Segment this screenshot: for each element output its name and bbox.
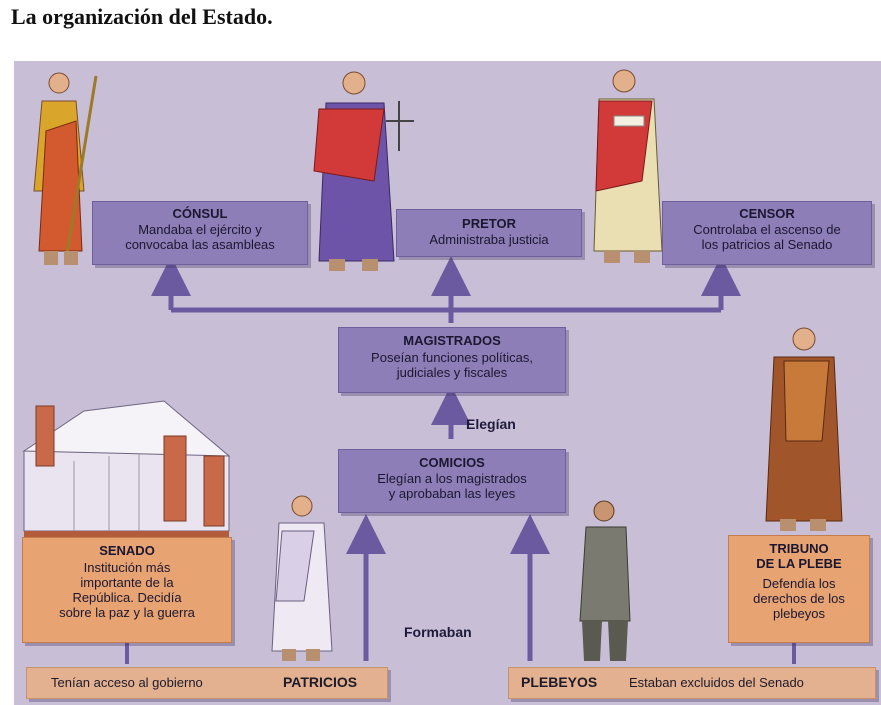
pretor-figure xyxy=(313,71,414,271)
censor-description: Controlaba el ascenso de los patricios a… xyxy=(693,222,841,252)
pretor-description: Administraba justicia xyxy=(429,232,549,247)
plebeian-figure xyxy=(579,500,631,661)
patrician-figure xyxy=(271,495,333,661)
tribuno-description: Defendía los derechos de los plebeyos xyxy=(753,576,845,621)
plebeyos-note: Estaban excluidos del Senado xyxy=(629,675,804,690)
page-title: La organización del Estado. xyxy=(11,4,273,29)
patricios-note: Tenían acceso al gobierno xyxy=(51,675,203,690)
comicios-box: COMICIOS Elegían a los magistrados y apr… xyxy=(338,449,566,513)
plebeyos-bar: PLEBEYOS Estaban excluidos del Senado xyxy=(508,667,876,699)
consul-figure xyxy=(33,72,98,265)
senado-title: SENADO xyxy=(99,543,155,558)
plebeyos-label: PLEBEYOS xyxy=(521,674,598,690)
formaban-label: Formaban xyxy=(404,624,472,640)
patricios-label: PATRICIOS xyxy=(283,674,358,690)
comicios-title: COMICIOS xyxy=(419,455,485,470)
senado-description: Institución más importante de la Repúbli… xyxy=(59,560,195,620)
comicios-description: Elegían a los magistrados y aprobaban la… xyxy=(377,471,527,501)
patricios-bar: Tenían acceso al gobierno PATRICIOS xyxy=(26,667,388,699)
consul-box: CÓNSUL Mandaba el ejército y convocaba l… xyxy=(92,201,308,265)
senate-building-illustration xyxy=(22,400,231,539)
censor-title: CENSOR xyxy=(739,206,795,221)
pretor-box: PRETOR Administraba justicia xyxy=(396,209,582,257)
pretor-title: PRETOR xyxy=(462,216,516,231)
connector-arrows xyxy=(22,69,843,664)
magistrados-description: Poseían funciones políticas, judiciales … xyxy=(371,350,533,380)
censor-box: CENSOR Controlaba el ascenso de los patr… xyxy=(662,201,872,265)
magistrados-title: MAGISTRADOS xyxy=(403,333,501,348)
diagram-panel: CÓNSUL Mandaba el ejército y convocaba l… xyxy=(14,61,881,705)
tribuno-title: TRIBUNO DE LA PLEBE xyxy=(756,541,842,571)
senado-box: SENADO Institución más importante de la … xyxy=(22,537,232,643)
tribuno-box: TRIBUNO DE LA PLEBE Defendía los derecho… xyxy=(728,535,870,643)
censor-figure xyxy=(593,69,663,263)
magistrados-box: MAGISTRADOS Poseían funciones políticas,… xyxy=(338,327,566,393)
elegian-label: Elegían xyxy=(466,416,516,432)
tribune-figure xyxy=(765,327,843,531)
consul-title: CÓNSUL xyxy=(172,206,228,221)
consul-description: Mandaba el ejército y convocaba las asam… xyxy=(125,222,275,252)
